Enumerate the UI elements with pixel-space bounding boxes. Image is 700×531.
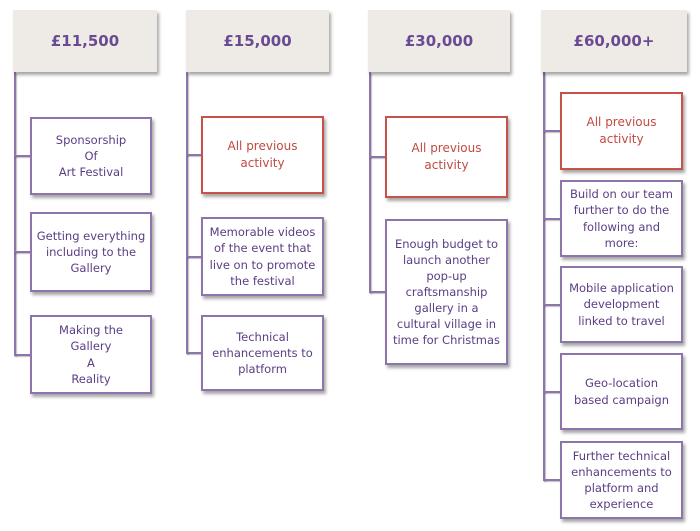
tier-item: Build on our team further to do the foll… — [560, 180, 683, 257]
tier-item-connector — [543, 390, 560, 393]
tier-connector-line — [186, 72, 188, 354]
tier-item: Enough budget to launch another pop-up c… — [385, 219, 508, 365]
tier-item-connector — [14, 251, 30, 253]
tier-item: Technical enhancements to platform — [201, 315, 324, 391]
tier-header-amount: £60,000+ — [541, 10, 687, 72]
tier-header-amount: £30,000 — [368, 10, 510, 72]
tier-item: Sponsorship Of Art Festival — [30, 117, 152, 195]
tier-connector-line — [14, 72, 16, 356]
tier-item: Geo-location based campaign — [560, 353, 683, 430]
tier-item-connector — [543, 130, 560, 132]
tier-item-connector — [14, 155, 30, 157]
tier-item-connector — [543, 479, 560, 481]
tier-header-amount: £11,500 — [13, 10, 157, 72]
tier-item: Memorable videos of the event that live … — [201, 217, 324, 296]
tier-item-connector — [369, 291, 385, 293]
tier-item-previous-activity: All previous activity — [385, 116, 508, 198]
tier-header-amount: £15,000 — [186, 10, 329, 72]
tier-item-previous-activity: All previous activity — [560, 92, 683, 170]
tier-item: Mobile application development linked to… — [560, 266, 683, 343]
tier-item-connector — [369, 156, 385, 158]
tier-item: Getting everything including to the Gall… — [30, 212, 152, 292]
tier-connector-line — [369, 72, 371, 293]
tier-item-connector — [186, 352, 201, 354]
tier-item-connector — [14, 353, 30, 356]
tier-connector-line — [543, 72, 545, 481]
tier-item-previous-activity: All previous activity — [201, 116, 324, 194]
tier-item: Further technical enhancements to platfo… — [560, 441, 683, 519]
tier-item-connector — [186, 154, 201, 156]
tier-item-connector — [543, 303, 560, 306]
tier-item-connector — [186, 255, 201, 258]
tier-item: Making the Gallery A Reality — [30, 315, 152, 394]
tier-item-connector — [543, 217, 560, 220]
